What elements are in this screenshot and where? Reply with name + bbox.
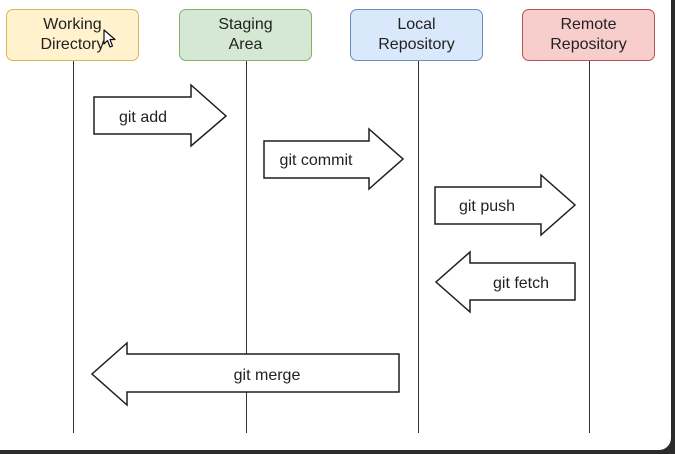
arrow-git-add[interactable]: git add	[93, 83, 228, 148]
arrow-git-merge[interactable]: git merge	[90, 341, 400, 407]
lifeline-remote-repository	[589, 61, 590, 433]
lane-header-remote-repository[interactable]: Remote Repository	[522, 9, 655, 61]
lifeline-local-repository	[418, 61, 419, 433]
lifeline-staging-area	[246, 61, 247, 433]
arrow-git-fetch[interactable]: git fetch	[434, 250, 576, 314]
lane-header-working-directory[interactable]: Working Directory	[6, 9, 139, 61]
arrow-git-commit-label: git commit	[280, 152, 353, 169]
arrow-git-push-label: git push	[459, 198, 515, 215]
arrow-git-add-label: git add	[119, 109, 167, 126]
lane-header-staging-area[interactable]: Staging Area	[179, 9, 312, 61]
arrow-git-fetch-label: git fetch	[493, 275, 549, 292]
lifeline-working-directory	[73, 61, 74, 433]
arrow-git-fetch-shape	[434, 250, 576, 314]
lane-header-local-repository[interactable]: Local Repository	[350, 9, 483, 61]
arrow-git-merge-label: git merge	[234, 367, 301, 384]
arrow-git-push[interactable]: git push	[434, 173, 577, 237]
arrow-git-add-shape	[93, 83, 228, 148]
arrow-git-commit-shape	[263, 127, 405, 191]
arrow-git-push-shape	[434, 173, 577, 237]
arrow-git-commit[interactable]: git commit	[263, 127, 405, 191]
mouse-pointer-icon	[103, 29, 116, 48]
arrow-git-merge-shape	[90, 341, 400, 407]
